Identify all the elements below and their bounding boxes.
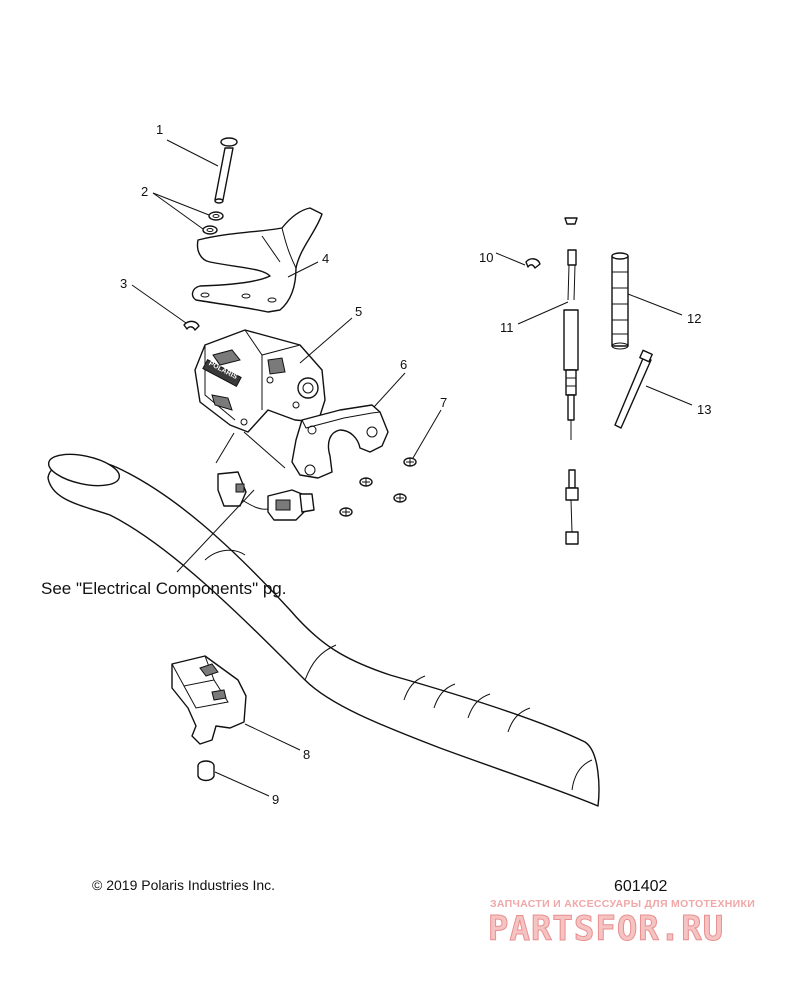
copyright-text: © 2019 Polaris Industries Inc. — [92, 877, 275, 893]
electrical-components-note: See "Electrical Components" pg. — [41, 579, 286, 598]
part-10-clip — [525, 258, 541, 269]
electrical-connector — [217, 471, 315, 521]
leader-lines — [131, 139, 693, 797]
callout-3: 3 — [120, 276, 127, 291]
callout-1: 1 — [156, 122, 163, 137]
part-12-sleeve — [611, 252, 629, 350]
part-6-clamp — [291, 404, 389, 479]
part-8-switch — [171, 655, 247, 745]
part-4-bracket — [191, 207, 323, 313]
screw — [393, 493, 407, 503]
screw — [403, 457, 417, 467]
part-11-cable — [563, 217, 579, 545]
part-13-cable-tie — [614, 349, 653, 429]
part-1-pin — [214, 137, 238, 204]
callout-13: 13 — [697, 402, 711, 417]
callout-11: 11 — [500, 320, 514, 335]
screw — [359, 477, 373, 487]
watermark-brand: PARTSFOR.RU — [488, 909, 724, 949]
callout-12: 12 — [687, 311, 701, 326]
part-7-screws — [339, 457, 417, 517]
callout-5: 5 — [355, 304, 362, 319]
part-9-grommet — [197, 760, 215, 782]
callout-6: 6 — [400, 357, 407, 372]
callout-4: 4 — [322, 251, 329, 266]
callout-8: 8 — [303, 747, 310, 762]
handlebar — [47, 453, 600, 807]
callout-7: 7 — [440, 395, 447, 410]
watermark-tagline: ЗАПЧАСТИ И АКСЕССУАРЫ ДЛЯ МОТОТЕХНИКИ — [490, 898, 755, 910]
callout-10: 10 — [479, 250, 493, 265]
document-number: 601402 — [614, 878, 667, 895]
screw — [339, 507, 353, 517]
callout-9: 9 — [272, 792, 279, 807]
callout-2: 2 — [141, 184, 148, 199]
part-3-clip — [183, 320, 200, 331]
part-5-housing: POLARIS — [194, 329, 326, 433]
callout-labels: 1 2 3 4 5 6 7 8 9 10 11 12 13 — [120, 122, 711, 807]
watermark: ЗАПЧАСТИ И АКСЕССУАРЫ ДЛЯ МОТОТЕХНИКИ PA… — [488, 898, 755, 950]
part-2-washers — [202, 211, 224, 235]
